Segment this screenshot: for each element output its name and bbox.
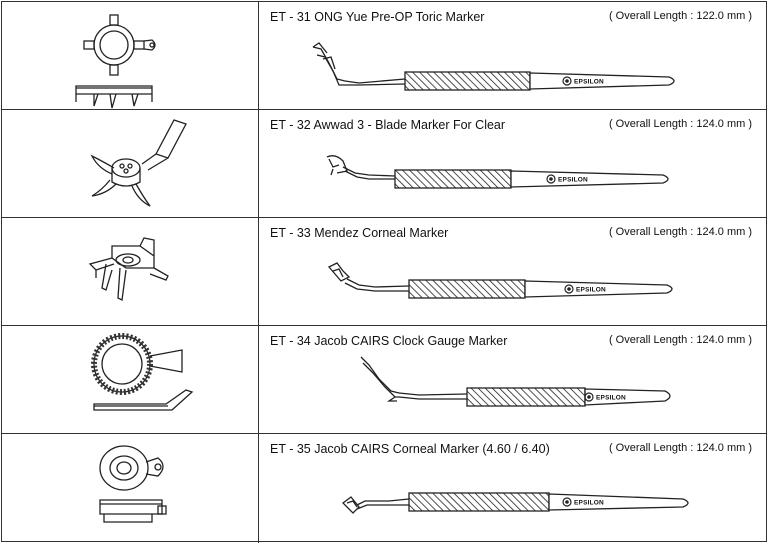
product-title: ET - 34 Jacob CAIRS Clock Gauge Marker <box>270 334 508 348</box>
mendez-marker-tip-icon <box>88 237 169 301</box>
tip-detail-cell <box>2 110 259 217</box>
tip-detail-cell <box>2 2 259 109</box>
tip-detail-cell <box>2 218 259 325</box>
brand-label: EPSILON <box>576 287 606 294</box>
brand-label: EPSILON <box>596 395 626 402</box>
brand-label: EPSILON <box>558 177 588 184</box>
instrument-drawing: EPSILON <box>312 42 675 91</box>
brand-label: EPSILON <box>574 79 604 86</box>
product-row-et34: ET - 34 Jacob CAIRS Clock Gauge Marker (… <box>2 326 766 434</box>
overall-length: ( Overall Length : 124.0 mm ) <box>608 442 752 454</box>
overall-length: ( Overall Length : 124.0 mm ) <box>608 226 752 238</box>
overall-length: ( Overall Length : 122.0 mm ) <box>608 10 752 22</box>
product-title: ET - 32 Awwad 3 - Blade Marker For Clear <box>270 118 506 132</box>
product-row-et32: ET - 32 Awwad 3 - Blade Marker For Clear… <box>2 110 766 218</box>
toric-marker-tip-icon <box>75 14 156 109</box>
product-row-et35: ET - 35 Jacob CAIRS Corneal Marker (4.60… <box>2 434 766 543</box>
tip-detail-cell <box>2 326 259 433</box>
clock-gauge-tip-icon <box>91 333 194 411</box>
tip-detail-cell <box>2 434 259 543</box>
instrument-drawing: EPSILON <box>360 356 671 407</box>
product-title: ET - 33 Mendez Corneal Marker <box>270 226 449 240</box>
three-blade-marker-tip-icon <box>90 119 187 207</box>
instrument-drawing: EPSILON <box>326 155 669 189</box>
cairs-marker-tip-icon <box>99 445 167 523</box>
overall-length: ( Overall Length : 124.0 mm ) <box>608 118 752 130</box>
product-row-et33: ET - 33 Mendez Corneal Marker ( Overall … <box>2 218 766 326</box>
instrument-drawing: EPSILON <box>327 262 673 299</box>
product-title: ET - 31 ONG Yue Pre-OP Toric Marker <box>270 10 485 24</box>
instrument-drawing: EPSILON <box>342 492 689 514</box>
brand-label: EPSILON <box>574 500 604 507</box>
product-title: ET - 35 Jacob CAIRS Corneal Marker (4.60… <box>270 442 550 456</box>
overall-length: ( Overall Length : 124.0 mm ) <box>608 334 752 346</box>
product-row-et31: ET - 31 ONG Yue Pre-OP Toric Marker ( Ov… <box>2 2 766 110</box>
